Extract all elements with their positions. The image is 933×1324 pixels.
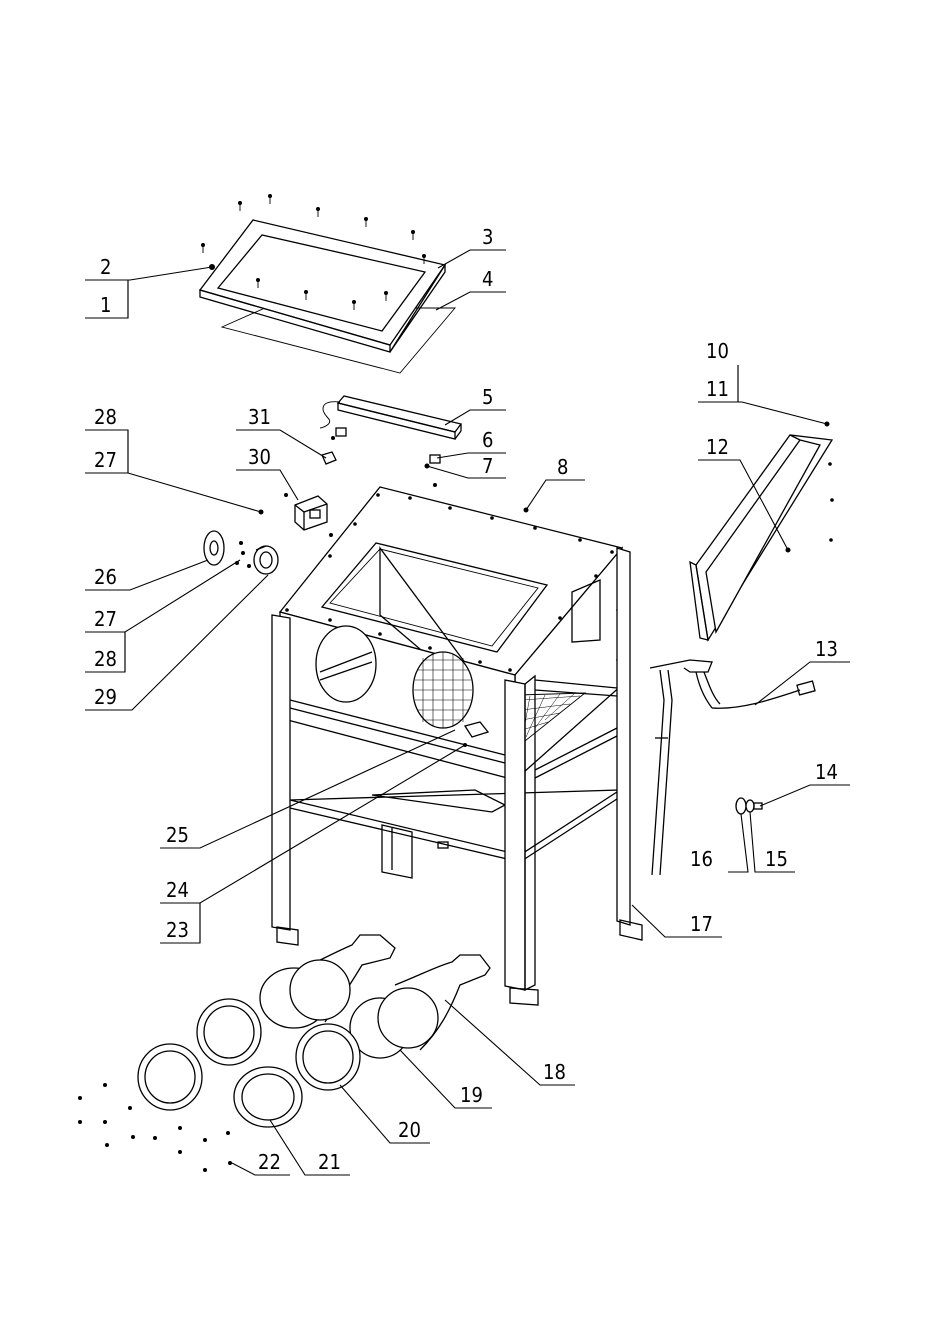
mesh-grille	[414, 652, 472, 728]
label-17: 17	[690, 912, 713, 936]
label-31: 31	[248, 405, 271, 429]
blast-gun	[650, 660, 815, 875]
label-28: 28	[94, 647, 117, 671]
label-1: 1	[100, 293, 111, 317]
label-29: 29	[94, 685, 117, 709]
label-27: 27	[94, 607, 117, 631]
lamp-assembly	[320, 396, 461, 487]
label-15: 15	[765, 847, 788, 871]
label-11: 11	[706, 377, 729, 401]
label-10: 10	[706, 339, 729, 363]
label-27-top: 27	[94, 448, 117, 472]
label-25: 25	[166, 823, 189, 847]
hose-grommets	[204, 531, 278, 574]
label-6: 6	[482, 428, 493, 452]
label-5: 5	[482, 385, 493, 409]
label-22: 22	[258, 1150, 281, 1174]
label-21: 21	[318, 1150, 341, 1174]
label-12: 12	[706, 435, 729, 459]
label-3: 3	[482, 225, 493, 249]
label-14: 14	[815, 760, 838, 784]
label-30: 30	[248, 445, 271, 469]
window-frame-assembly	[200, 194, 455, 373]
label-18: 18	[543, 1060, 566, 1084]
label-23: 23	[166, 918, 189, 942]
label-19: 19	[460, 1083, 483, 1107]
label-28-top: 28	[94, 405, 117, 429]
label-8: 8	[557, 455, 568, 479]
label-4: 4	[482, 267, 493, 291]
gloves-and-rings	[78, 935, 490, 1172]
label-13: 13	[815, 637, 838, 661]
label-16: 16	[690, 847, 713, 871]
label-20: 20	[398, 1118, 421, 1142]
fittings	[736, 798, 762, 814]
cabinet-body	[280, 487, 622, 878]
label-7: 7	[482, 454, 493, 478]
label-24: 24	[166, 878, 189, 902]
label-26: 26	[94, 565, 117, 589]
label-2: 2	[100, 255, 111, 279]
